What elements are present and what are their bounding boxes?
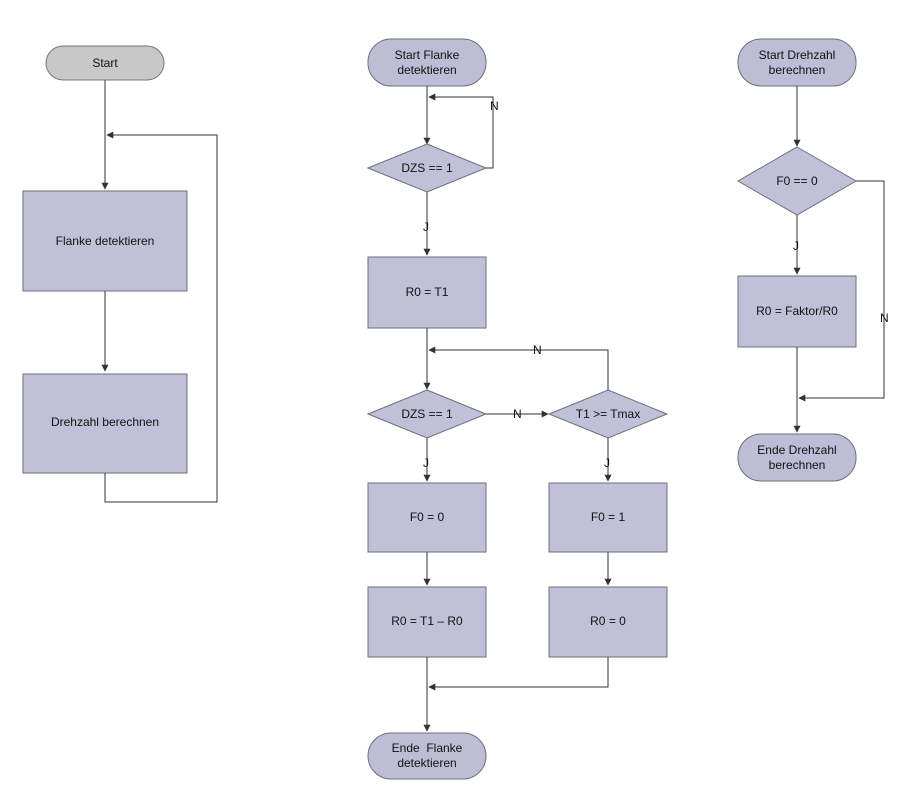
edge-timeout-no-label: N — [533, 343, 542, 357]
flank-start-label-line1: Start Flanke — [395, 48, 460, 62]
main-step-drehzahl-label: Drehzahl berechnen — [51, 415, 159, 429]
flank-timeout-label: T1 >= Tmax — [576, 407, 640, 421]
flank-set-f0-1-label: F0 = 1 — [591, 510, 626, 524]
speed-flow: Start Drehzahl berechnen F0 == 0 J R0 = … — [736, 38, 889, 482]
edge-check2-no-label: N — [513, 407, 522, 421]
edge-speed-check-yes-label: J — [793, 239, 799, 253]
edge-timeout-no-loop — [428, 346, 609, 390]
speed-end-label-line2: berechnen — [769, 458, 826, 472]
speed-assign-box — [737, 275, 857, 348]
edge-speed-check-no — [798, 180, 885, 402]
flank-end-label-line2: detektieren — [397, 756, 456, 770]
flank-end-label-line1: Ende Flanke — [392, 741, 463, 755]
flank-set-f0-0-box — [367, 482, 487, 553]
flank-r0-diff-label: R0 = T1 – R0 — [391, 614, 463, 628]
flank-set-f0-1-box — [548, 482, 668, 553]
main-start-label: Start — [92, 56, 118, 70]
edge-check1-no-label: N — [490, 99, 499, 113]
flank-assign-r0-t1-box — [367, 256, 487, 329]
flank-assign-r0-t1-label: R0 = T1 — [406, 285, 449, 299]
flank-r0-diff-box — [367, 586, 487, 658]
edge-check1-no-loop — [428, 93, 494, 169]
edge-check1-yes-label: J — [423, 220, 429, 234]
edge-speed-check-no-label: N — [880, 311, 889, 325]
edge-loop-back — [104, 131, 218, 503]
speed-start-label-line1: Start Drehzahl — [759, 48, 836, 62]
speed-end-terminal — [737, 433, 857, 482]
main-step-flanke-label: Flanke detektieren — [56, 234, 155, 248]
edge-r0-zero-merge — [428, 657, 609, 691]
main-step-flanke-box — [22, 190, 188, 292]
flank-r0-zero-label: R0 = 0 — [590, 614, 626, 628]
main-flow: Start Flanke detektieren Drehzahl berech… — [22, 45, 218, 503]
flank-r0-zero-box — [548, 586, 668, 658]
flank-set-f0-0-label: F0 = 0 — [410, 510, 445, 524]
edge-timeout-yes-label: J — [604, 456, 610, 470]
flank-check1-label: DZS == 1 — [401, 161, 453, 175]
speed-check-label: F0 == 0 — [776, 174, 818, 188]
edge-check2-yes-label: J — [423, 456, 429, 470]
flank-start-label-line2: detektieren — [397, 63, 456, 77]
speed-assign-label: R0 = Faktor/R0 — [756, 304, 838, 318]
flank-flow: Start Flanke detektieren DZS == 1 N J R0… — [366, 38, 669, 780]
flank-check2-label: DZS == 1 — [401, 407, 453, 421]
flank-end-terminal — [367, 732, 487, 780]
speed-end-label-line1: Ende Drehzahl — [757, 443, 836, 457]
speed-start-label-line2: berechnen — [769, 63, 826, 77]
